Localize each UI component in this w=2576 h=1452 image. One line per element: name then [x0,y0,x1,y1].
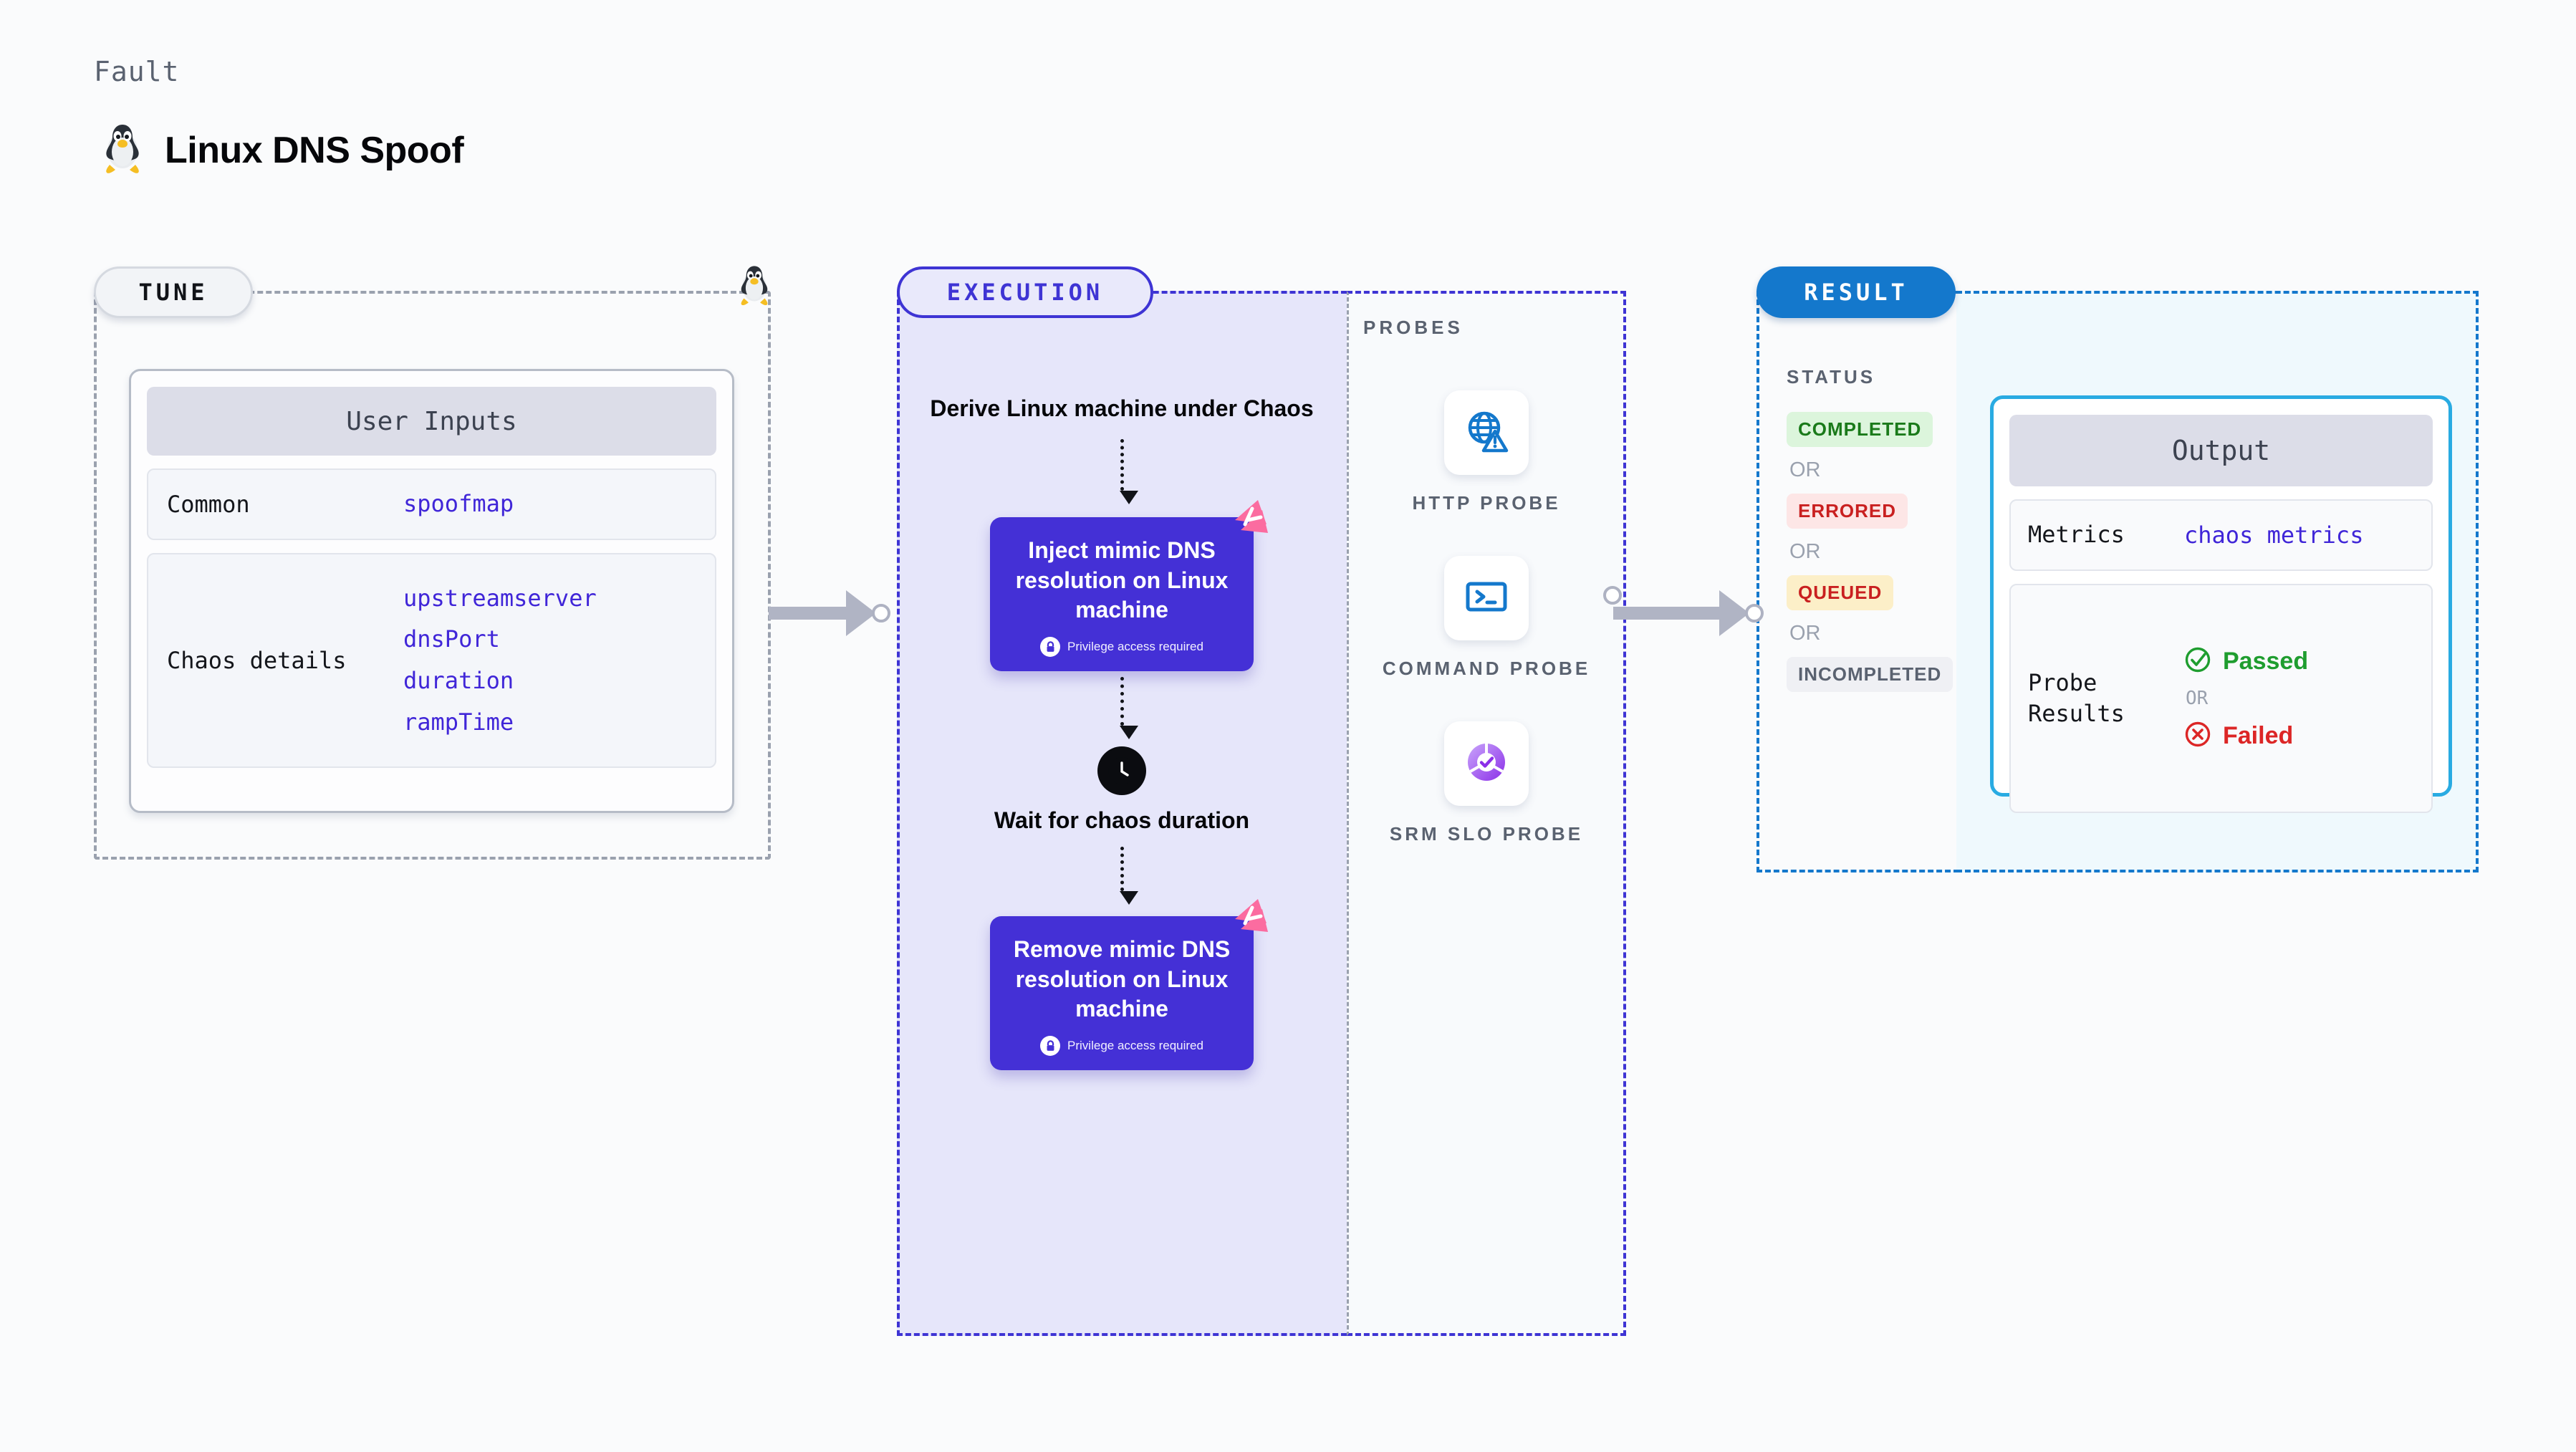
output-metrics-key: Metrics [2028,521,2125,549]
status-badge-queued: QUEUED [1787,575,1894,610]
output-row-metrics: Metrics chaos metrics [2009,499,2433,571]
wait-step-label: Wait for chaos duration [994,807,1250,834]
probe-tile [1444,556,1529,640]
arrow-tip [1120,891,1138,905]
status-or-2: OR [1789,540,1821,563]
x-circle-icon [2184,721,2211,751]
arrow-stem [1120,847,1124,892]
chaos-fault-flag-icon [1224,499,1269,544]
inject-privilege-note: Privilege access required [1006,637,1238,658]
tune-row-common: Common spoofmap [147,468,716,540]
arrow-stem [1120,439,1124,491]
status-badge-completed: COMPLETED [1787,412,1933,447]
failed-label: Failed [2223,721,2294,749]
check-circle-icon [2184,646,2211,676]
terminal-icon [1463,573,1510,624]
linux-penguin-icon [100,122,145,178]
probe-item-srm-slo[interactable]: SRM SLO PROBE [1347,721,1626,848]
tune-value: spoofmap [403,490,514,518]
globe-warning-icon [1463,408,1510,458]
probe-result-or: OR [2186,688,2209,709]
tune-value: upstreamserver [403,584,597,612]
linux-penguin-icon-small [736,264,772,310]
connector-execution-to-result [1613,590,1764,636]
probe-item-command[interactable]: COMMAND PROBE [1347,556,1626,683]
lock-icon [1040,1036,1061,1057]
lock-icon [1040,637,1061,658]
output-probe-results-values: Passed OR Failed [2184,646,2308,751]
connector-node-dot [1745,604,1764,622]
output-probe-results-key: Probe Results [2028,668,2125,727]
privilege-note-text: Privilege access required [1067,640,1203,654]
tune-value: rampTime [403,708,514,736]
tune-row-chaos-values: upstreamserver dnsPort duration rampTime [403,578,597,743]
connector-arrowhead [1719,590,1749,636]
arrow-tip [1120,491,1138,505]
user-inputs-title: User Inputs [147,387,716,456]
output-card: Output Metrics chaos metrics Probe Resul… [1990,395,2452,813]
execution-section-pill[interactable]: EXECUTION [897,266,1153,318]
probes-list: HTTP PROBE COMMAND PROBE [1347,291,1626,848]
flow-arrow-1 [1120,439,1138,505]
arrow-stem [1120,677,1124,726]
chaos-fault-flag-icon [1224,898,1269,943]
connector-node-dot [872,604,890,622]
page-title-row: Linux DNS Spoof [100,122,464,178]
tune-row-common-values: spoofmap [403,484,514,525]
page-title: Linux DNS Spoof [165,129,464,171]
tune-row-chaos-key: Chaos details [167,647,347,674]
status-title: STATUS [1787,366,1876,388]
probe-result-passed: Passed [2184,646,2308,676]
probes-title: PROBES [1363,317,1464,338]
tune-value: duration [403,667,514,694]
remove-privilege-note: Privilege access required [1006,1036,1238,1057]
tune-section-container [94,291,771,860]
remove-card-title: Remove mimic DNS resolution on Linux mac… [1013,936,1231,1022]
inject-card-title: Inject mimic DNS resolution on Linux mac… [1015,537,1229,623]
tune-row-chaos-details: Chaos details upstreamserver dnsPort dur… [147,553,716,768]
user-inputs-card: User Inputs Common spoofmap Chaos detail… [129,369,734,813]
tune-value: dnsPort [403,625,500,653]
tune-section-pill[interactable]: TUNE [94,266,253,318]
probe-label-http: HTTP PROBE [1412,492,1561,514]
remove-action-card[interactable]: Remove mimic DNS resolution on Linux mac… [990,899,1268,1071]
connector-node-dot-left [1603,586,1622,605]
arrow-tip [1120,726,1138,740]
passed-label: Passed [2223,647,2309,675]
connector-line [1613,607,1721,620]
status-badge-incompleted: INCOMPLETED [1787,657,1953,692]
execution-flow: Derive Linux machine under Chaos Inject … [897,291,1347,1071]
flow-arrow-3 [1120,847,1138,905]
inject-action-card[interactable]: Inject mimic DNS resolution on Linux mac… [990,500,1268,672]
output-row-probe-results: Probe Results Passed OR [2009,584,2433,813]
connector-arrowhead [846,590,876,636]
derive-step-label: Derive Linux machine under Chaos [930,395,1314,421]
page-eyebrow: Fault [94,56,180,87]
flow-arrow-2 [1120,677,1138,740]
result-section-pill[interactable]: RESULT [1756,266,1956,318]
connector-tune-to-execution [769,590,890,636]
privilege-note-text: Privilege access required [1067,1039,1203,1053]
clock-icon [1097,746,1146,796]
status-or-1: OR [1789,458,1821,481]
status-or-3: OR [1789,622,1821,645]
status-badge-errored: ERRORED [1787,494,1908,529]
probe-label-srm-slo: SRM SLO PROBE [1389,823,1584,845]
probe-tile [1444,390,1529,475]
slo-check-icon [1463,739,1510,789]
status-list: COMPLETED OR ERRORED OR QUEUED OR INCOMP… [1787,412,1959,692]
output-metrics-value: chaos metrics [2184,521,2364,549]
probe-tile [1444,721,1529,806]
probe-result-failed: Failed [2184,721,2308,751]
tune-row-common-key: Common [167,491,250,518]
output-card-title: Output [2009,415,2433,486]
probe-item-http[interactable]: HTTP PROBE [1347,390,1626,517]
probe-label-command: COMMAND PROBE [1382,658,1591,679]
connector-line [769,607,847,620]
